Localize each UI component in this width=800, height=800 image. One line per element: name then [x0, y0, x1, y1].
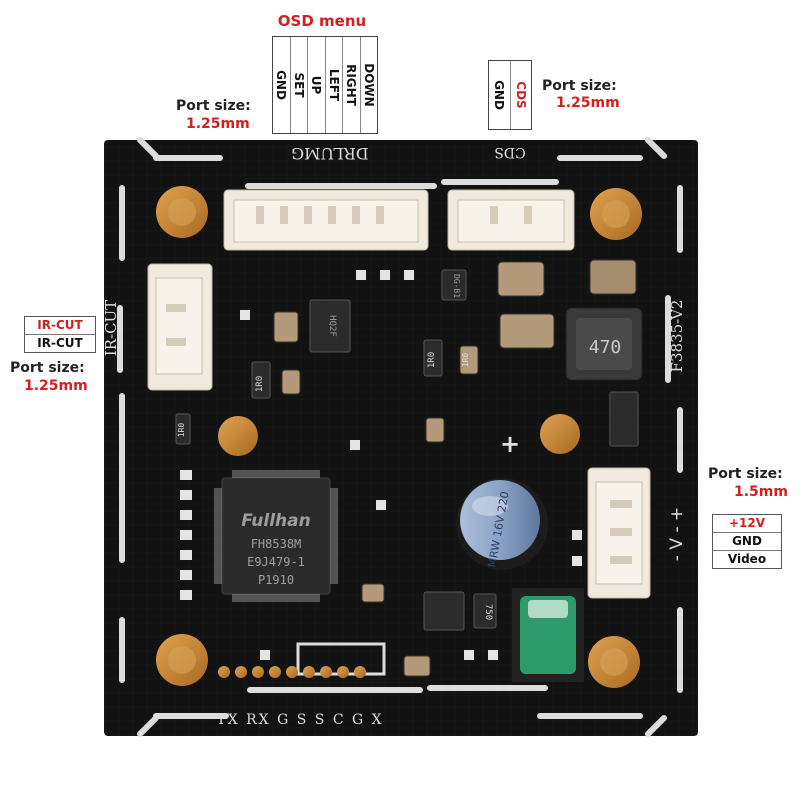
ircut-legend: IR-CUT IR-CUT: [24, 316, 96, 353]
power-legend-row-12v: +12V: [713, 515, 781, 533]
smd-dark-parts: [175, 269, 639, 631]
osd-pin-cell: RIGHT: [343, 37, 361, 133]
chip-code: E9J479-1: [247, 555, 305, 569]
osd-pin-table: GND SET UP LEFT RIGHT DOWN: [272, 36, 378, 134]
power-legend: +12V GND Video: [712, 514, 782, 569]
silk-resistor-4: 1R0: [461, 353, 470, 368]
silk-frame: [117, 137, 683, 737]
soc-chip: [214, 470, 338, 602]
smd-capacitor-group: [273, 259, 637, 677]
silk-board-model: F3835-V2: [668, 300, 686, 373]
osd-pin-cell: SET: [291, 37, 308, 133]
inductor-label: 470: [589, 337, 622, 358]
diode-marking: 750: [483, 604, 493, 620]
silk-resistor-3: 1R0: [177, 423, 186, 438]
osd-pin-cell: LEFT: [326, 37, 343, 133]
capacitor-plus-sign: +: [500, 430, 520, 458]
ircut-port-size-value: 1.25mm: [24, 378, 88, 394]
cds-port-size-label: Port size:: [542, 78, 617, 94]
cds-pin-cell: GND: [489, 61, 511, 129]
smd-white-resistors: [180, 270, 582, 660]
mosfet-marking-2: DG-B1: [452, 274, 461, 298]
mounting-hole-bottom-right: [588, 636, 640, 688]
power-port-size-label: Port size:: [708, 466, 783, 482]
mounting-hole-top-right: [590, 188, 642, 240]
chip-brand: Fullhan: [241, 511, 310, 531]
power-legend-row-gnd: GND: [713, 533, 781, 551]
power-port-size-value: 1.5mm: [734, 484, 788, 500]
power-connector: [587, 467, 651, 599]
osd-connector: [223, 189, 429, 251]
mounting-hole-mid-left: [218, 416, 258, 456]
chip-model: FH8538M: [251, 537, 302, 551]
power-legend-row-video: Video: [727, 552, 767, 566]
silk-power-pins: - V - +: [667, 507, 687, 561]
mosfet-marking-1: HQ2F: [327, 315, 337, 337]
mounting-hole-bottom-left: [156, 634, 208, 686]
osd-pin-cell: UP: [308, 37, 326, 133]
mounting-hole-top-left: [156, 186, 208, 238]
ircut-legend-row: IR-CUT: [25, 317, 95, 335]
osd-port-size-label: Port size:: [176, 98, 251, 114]
inductor: [565, 307, 643, 381]
chip-date: P1910: [258, 573, 294, 587]
mounting-hole-mid-right: [540, 414, 580, 454]
osd-menu-title: OSD menu: [277, 12, 367, 30]
silk-resistor-2: 1R0: [427, 352, 437, 368]
osd-port-size-value: 1.25mm: [186, 116, 250, 132]
gold-header-pads: [218, 666, 366, 678]
ircut-port-size-label: Port size:: [10, 360, 85, 376]
cds-pin-table: GND CDS: [488, 60, 532, 130]
silk-bottom-pins: TX RX G S S C G X: [216, 712, 383, 728]
cds-port-size-value: 1.25mm: [556, 95, 620, 111]
ircut-connector: [147, 263, 213, 391]
electrolytic-capacitor: [456, 478, 548, 570]
silk-osd-label: DRLUMG: [291, 144, 368, 163]
ircut-legend-row: IR-CUT: [37, 336, 83, 350]
silk-ircut-label: IR-CUT: [102, 300, 120, 356]
silk-cds-label: CDS: [494, 144, 526, 160]
silk-resistor-1: 1R0: [255, 376, 265, 392]
cds-connector: [447, 189, 575, 251]
osd-pin-cell: GND: [273, 37, 291, 133]
tantalum-heatsink: [512, 588, 584, 682]
